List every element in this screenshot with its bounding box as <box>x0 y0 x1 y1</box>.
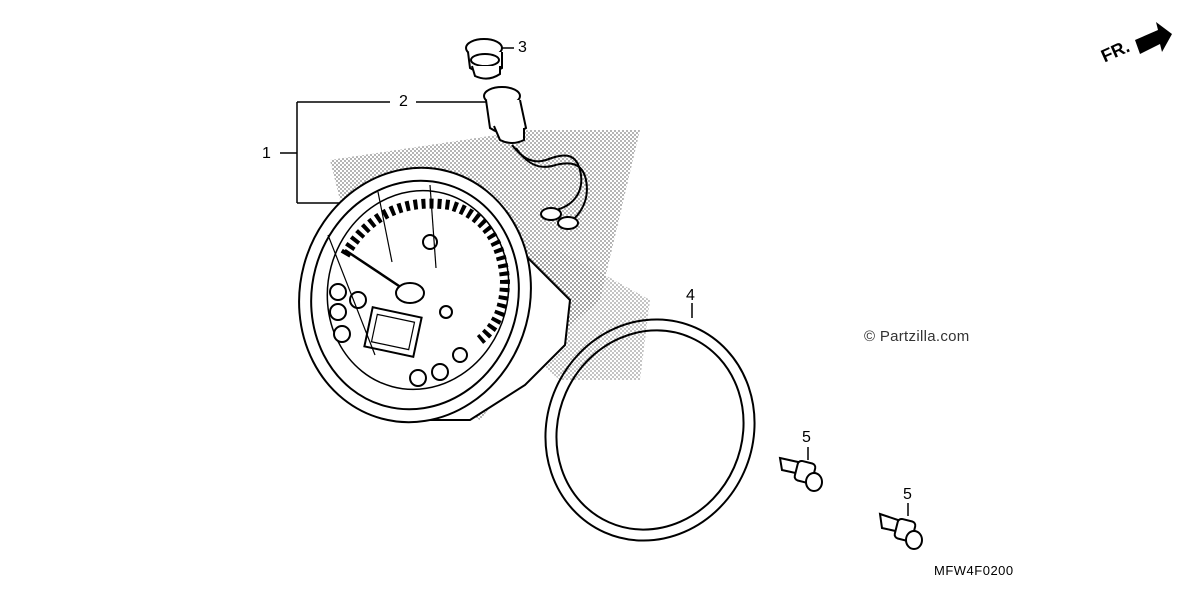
callout-1: 1 <box>262 145 271 162</box>
bulb-socket <box>465 38 503 80</box>
callout-3: 3 <box>518 39 527 56</box>
socket-with-wire <box>483 86 588 230</box>
meter-assembly <box>298 166 572 424</box>
callout-2: 2 <box>399 93 408 110</box>
diagram-code: MFW4F0200 <box>934 563 1014 578</box>
callout-4: 4 <box>686 287 695 304</box>
gasket-ring <box>544 318 756 542</box>
screw-lower <box>878 512 923 550</box>
callout-5-upper: 5 <box>802 429 811 446</box>
screw-upper <box>778 456 823 492</box>
watermark: © Partzilla.com <box>864 328 970 345</box>
arrow-icon <box>1135 22 1172 54</box>
leader-lines <box>280 47 909 516</box>
callout-5-lower: 5 <box>903 486 912 503</box>
